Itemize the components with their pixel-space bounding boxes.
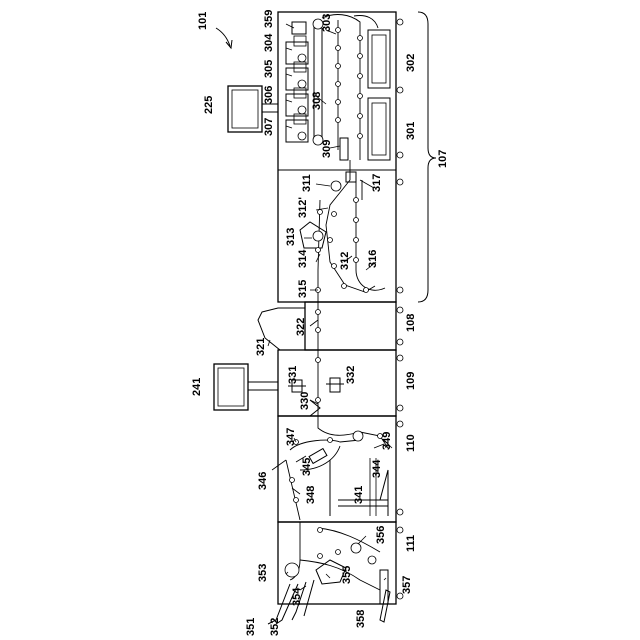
label-357: 357 — [401, 576, 413, 594]
label-347: 347 — [285, 428, 297, 446]
cassettes — [368, 30, 390, 160]
label-307: 307 — [263, 118, 275, 136]
label-312: 312 — [339, 252, 351, 270]
bracket-107 — [418, 12, 436, 302]
labels-middle: 322 321 108 331 332 330 109 241 — [191, 314, 417, 410]
label-355: 355 — [341, 566, 353, 584]
label-353: 353 — [257, 564, 269, 582]
label-317: 317 — [371, 174, 383, 192]
label-315: 315 — [297, 280, 309, 298]
label-225: 225 — [203, 96, 215, 114]
label-306: 306 — [263, 86, 275, 104]
label-348: 348 — [305, 486, 317, 504]
label-302: 302 — [405, 54, 417, 72]
label-241: 241 — [191, 378, 203, 396]
label-322: 322 — [295, 318, 307, 336]
label-316: 316 — [367, 250, 379, 268]
paper-path-111 — [268, 522, 390, 624]
label-321: 321 — [255, 338, 267, 356]
label-107: 107 — [437, 150, 449, 168]
label-305: 305 — [263, 60, 275, 78]
label-313: 313 — [285, 228, 297, 246]
label-356: 356 — [375, 526, 387, 544]
label-332: 332 — [345, 366, 357, 384]
feet — [397, 19, 403, 599]
label-108: 108 — [405, 314, 417, 332]
label-303: 303 — [321, 14, 333, 32]
label-354: 354 — [291, 587, 303, 606]
label-304: 304 — [263, 33, 275, 52]
label-101: 101 — [197, 12, 209, 30]
label-346: 346 — [257, 472, 269, 490]
pointer-101 — [216, 28, 230, 46]
label-308: 308 — [311, 92, 323, 110]
label-352: 352 — [269, 618, 281, 636]
label-341: 341 — [353, 486, 365, 504]
label-344: 344 — [371, 459, 383, 478]
label-351: 351 — [245, 618, 257, 636]
label-110: 110 — [405, 434, 417, 452]
label-109: 109 — [405, 372, 417, 390]
labels-top: 101 359 304 305 306 307 303 308 309 311 … — [197, 10, 449, 298]
label-359: 359 — [263, 10, 275, 28]
label-309: 309 — [321, 140, 333, 158]
label-314: 314 — [297, 249, 309, 268]
label-301: 301 — [405, 122, 417, 140]
label-111: 111 — [405, 535, 417, 552]
label-358: 358 — [355, 610, 367, 628]
label-330: 330 — [299, 392, 311, 410]
monitor-241 — [214, 364, 278, 410]
printing-stations — [286, 19, 323, 145]
label-331: 331 — [287, 366, 299, 384]
label-345: 345 — [301, 458, 313, 476]
label-311: 311 — [301, 174, 313, 192]
label-349: 349 — [381, 432, 393, 450]
label-312p: 312' — [297, 197, 309, 218]
